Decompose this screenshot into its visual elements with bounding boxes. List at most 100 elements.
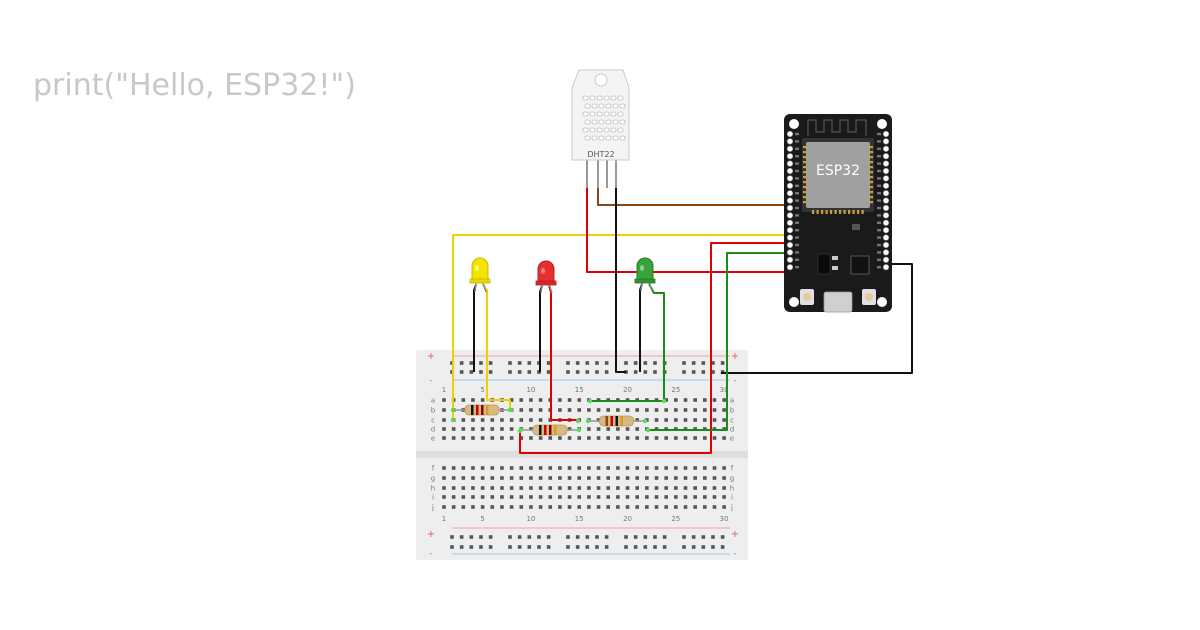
breadboard-hole	[451, 436, 456, 440]
rail-hole	[653, 535, 657, 539]
breadboard-hole	[567, 427, 572, 431]
breadboard-hole	[529, 486, 533, 490]
breadboard-hole	[577, 486, 582, 490]
rail-hole	[517, 361, 522, 365]
breadboard-hole	[480, 436, 485, 440]
rail-hole	[488, 361, 493, 365]
breadboard-hole	[674, 476, 678, 480]
row-label: g	[431, 475, 435, 483]
breadboard-hole	[490, 476, 495, 480]
breadboard-hole	[683, 505, 688, 509]
breadboard-hole	[703, 408, 707, 412]
rail-hole	[585, 361, 590, 365]
rail-hole	[488, 370, 493, 374]
breadboard-hole	[606, 486, 611, 490]
breadboard-hole	[712, 418, 717, 422]
breadboard-hole	[442, 486, 446, 490]
breadboard-hole	[596, 505, 601, 509]
chip-pad	[869, 166, 873, 169]
breadboard-hole	[587, 466, 591, 470]
pin-highlight	[517, 428, 523, 434]
chip-pad	[803, 146, 807, 149]
breadboard-hole	[703, 436, 707, 440]
breadboard-hole	[596, 427, 601, 431]
breadboard-hole	[645, 476, 649, 480]
rail-hole	[508, 545, 512, 549]
rail-hole	[459, 535, 464, 539]
esp32-board[interactable]: ESP32	[784, 114, 892, 313]
breadboard-hole	[654, 486, 659, 490]
rail-hole	[575, 370, 580, 374]
breadboard-hole	[577, 466, 582, 470]
led-red[interactable]	[535, 260, 557, 294]
breadboard-hole	[722, 476, 726, 480]
breadboard-hole	[664, 495, 668, 499]
breadboard-hole	[722, 418, 726, 422]
breadboard-hole	[722, 436, 726, 440]
breadboard-hole	[616, 436, 620, 440]
breadboard-hole	[451, 505, 456, 509]
led-yellow[interactable]	[469, 257, 491, 293]
esp32-pin-left	[786, 153, 794, 160]
breadboard-hole	[577, 505, 582, 509]
breadboard-hole	[674, 418, 678, 422]
esp32-pin-right	[882, 160, 890, 167]
dht22-sensor[interactable]: DHT22	[571, 69, 630, 188]
row-label: e	[431, 435, 435, 443]
resistor-band	[615, 416, 618, 426]
breadboard-hole	[509, 418, 514, 422]
esp32-pin-left	[786, 138, 794, 145]
rail-hole	[682, 545, 686, 549]
rail-hole	[566, 545, 570, 549]
breadboard-hole	[529, 427, 533, 431]
breadboard-hole	[471, 495, 475, 499]
row-label: i	[432, 494, 434, 502]
breadboard-hole	[712, 408, 717, 412]
chip-pad	[839, 210, 842, 214]
esp32-pin-right	[882, 145, 890, 152]
breadboard-hole	[442, 476, 446, 480]
chip-pad	[830, 210, 833, 214]
rail-hole	[469, 535, 474, 539]
breadboard-hole	[664, 466, 668, 470]
breadboard-hole	[529, 505, 533, 509]
esp32-pin-right	[882, 249, 890, 256]
pin-highlight	[507, 407, 513, 413]
dht22-vent	[603, 127, 610, 133]
breadboard-hole	[654, 505, 659, 509]
row-label: d	[431, 426, 435, 434]
esp32-chip-pads	[803, 146, 873, 214]
breadboard-hole	[606, 436, 611, 440]
breadboard-hole	[674, 398, 678, 402]
breadboard-hole	[616, 466, 620, 470]
breadboard-hole	[587, 476, 591, 480]
rail-hole	[720, 535, 725, 539]
breadboard-hole	[596, 418, 601, 422]
breadboard-hole	[442, 427, 446, 431]
esp32-pin-label-mark	[795, 206, 799, 210]
breadboard-hole	[519, 398, 524, 402]
breadboard-hole	[519, 466, 524, 470]
resistors	[450, 398, 667, 436]
breadboard-hole	[567, 408, 572, 412]
breadboard-hole	[567, 486, 572, 490]
rail-minus-top-right: -	[733, 376, 736, 386]
rail-hole	[691, 370, 696, 374]
wire-green-signal	[648, 252, 789, 431]
breadboard-hole	[587, 486, 591, 490]
breadboard-hole	[635, 505, 639, 509]
led-green[interactable]	[634, 257, 656, 292]
chip-pad	[803, 151, 807, 154]
breadboard-hole	[635, 495, 639, 499]
esp32-pin-label-mark	[795, 258, 799, 261]
breadboard-hole	[577, 436, 582, 440]
dht22-vent	[598, 135, 605, 141]
chip-pad	[852, 210, 855, 214]
chip-pad	[869, 181, 873, 184]
breadboard-hole	[625, 436, 630, 440]
breadboard-hole	[500, 427, 504, 431]
rail-hole	[546, 535, 551, 539]
esp32-pin-right	[882, 182, 890, 189]
column-label: 1	[442, 515, 446, 523]
rail-minus-bottom-left: -	[429, 549, 432, 559]
